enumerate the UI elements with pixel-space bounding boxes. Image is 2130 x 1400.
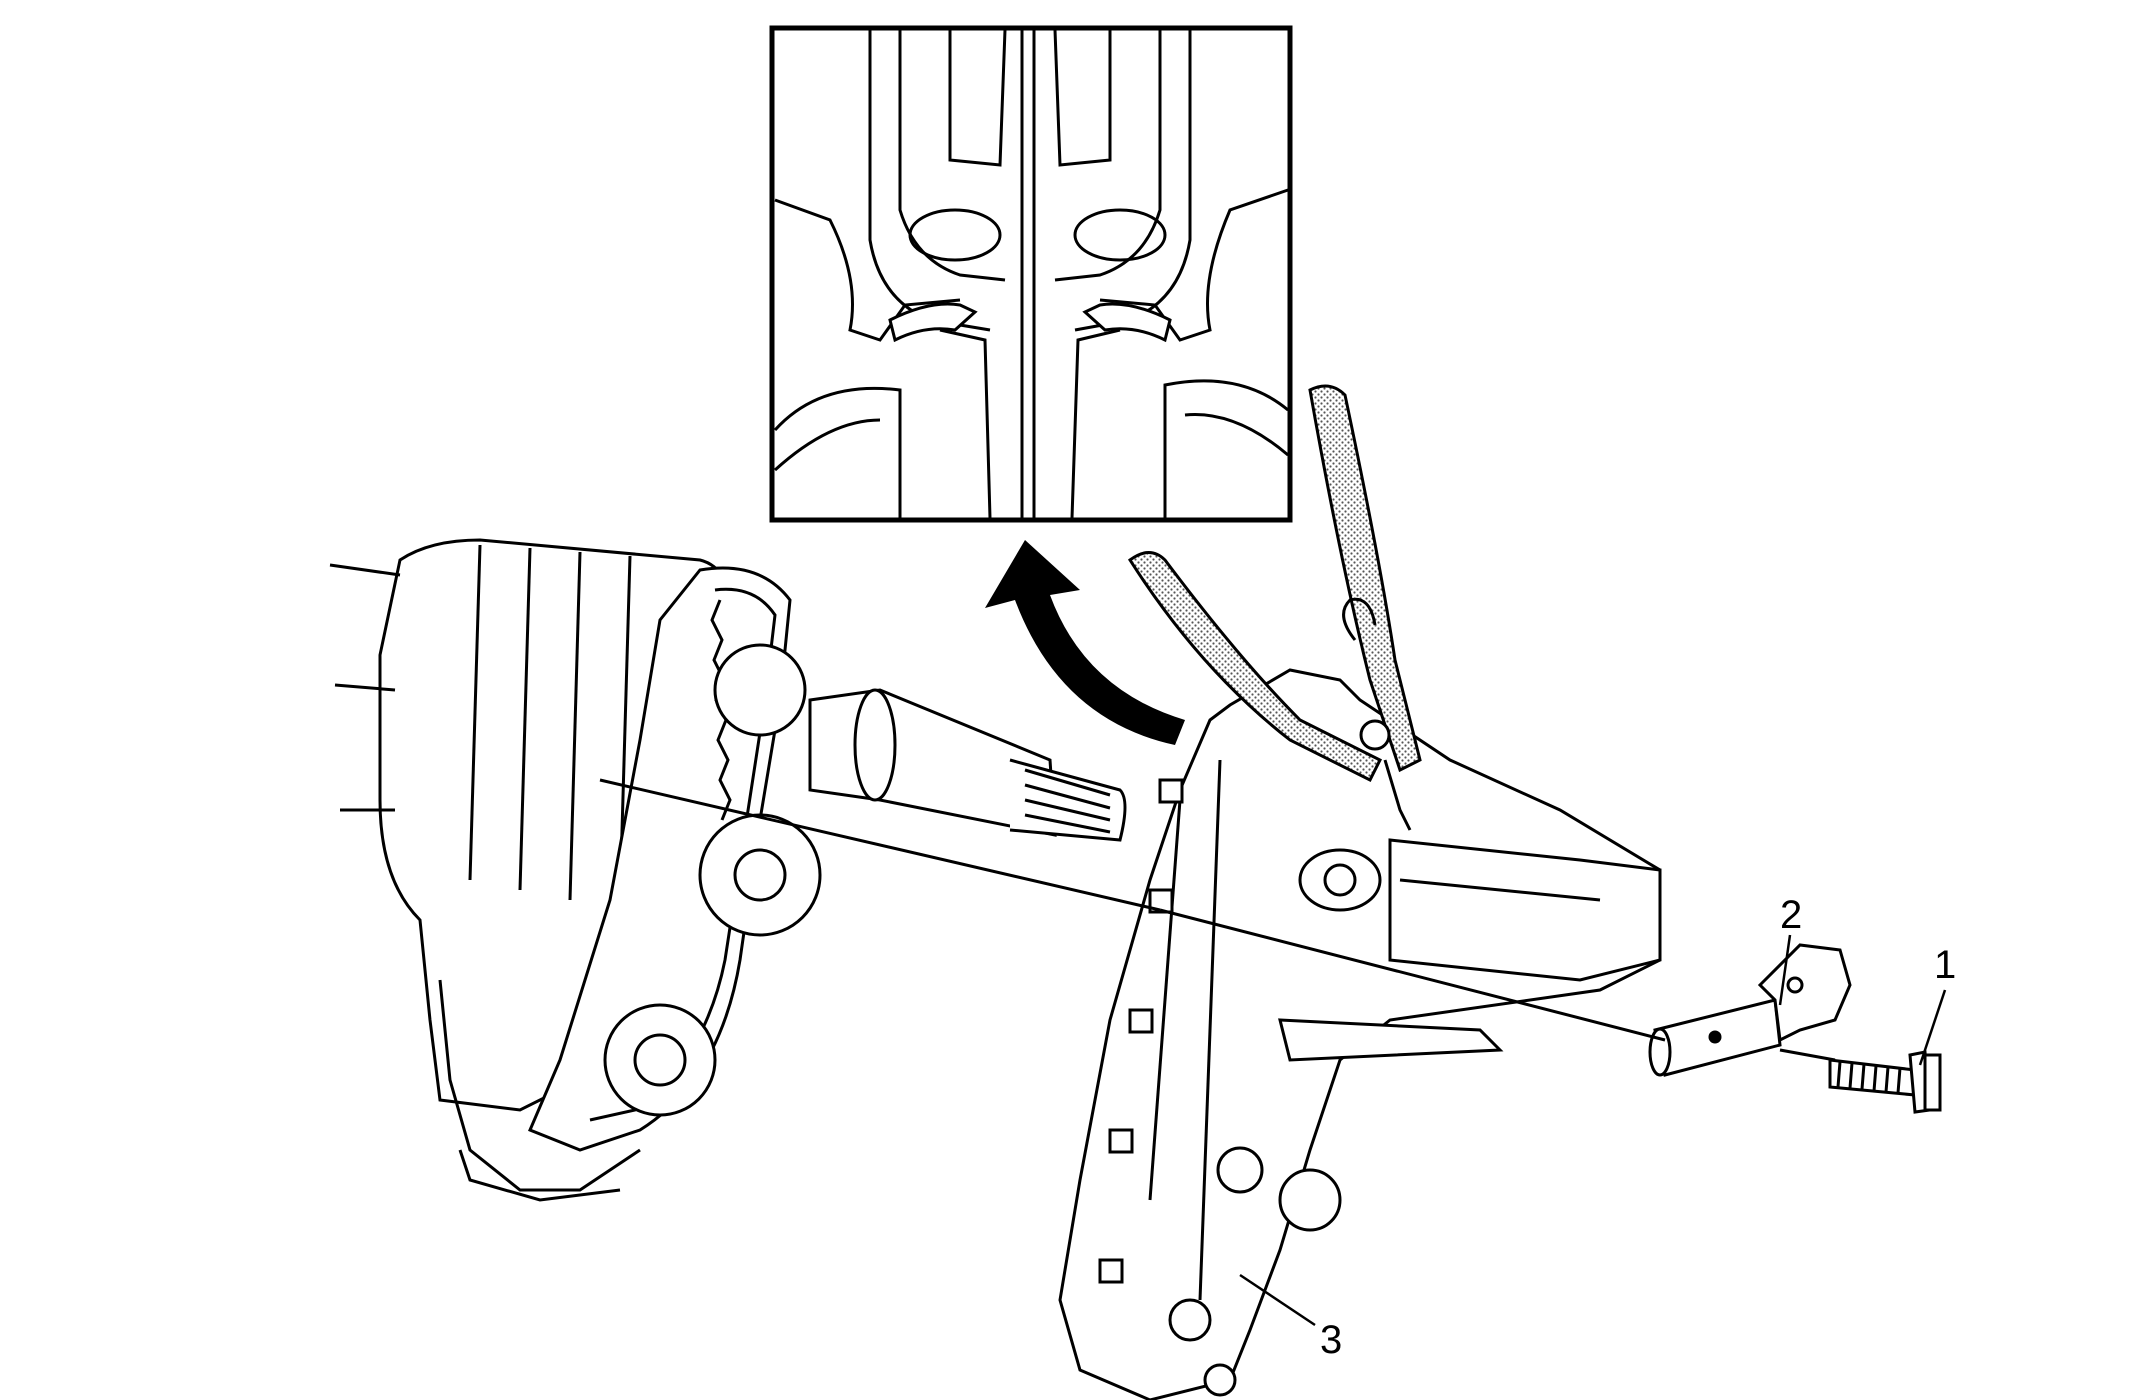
snap-ring-pliers — [1127, 384, 1422, 831]
callout-2: 2 — [1780, 893, 1803, 937]
leader-lines — [1239, 934, 1947, 1327]
callout-1: 1 — [1934, 943, 1957, 987]
inset-detail-view — [769, 25, 1293, 523]
arrow-icon — [985, 540, 1185, 745]
bracket — [1648, 943, 1852, 1077]
transfer-case-rear-section — [329, 538, 822, 1202]
alignment-lines — [599, 778, 1836, 1062]
bolt — [1828, 1050, 1942, 1114]
callout-3: 3 — [1320, 1318, 1343, 1362]
transfer-case-front-housing — [1058, 668, 1662, 1400]
output-shaft — [808, 688, 1127, 842]
